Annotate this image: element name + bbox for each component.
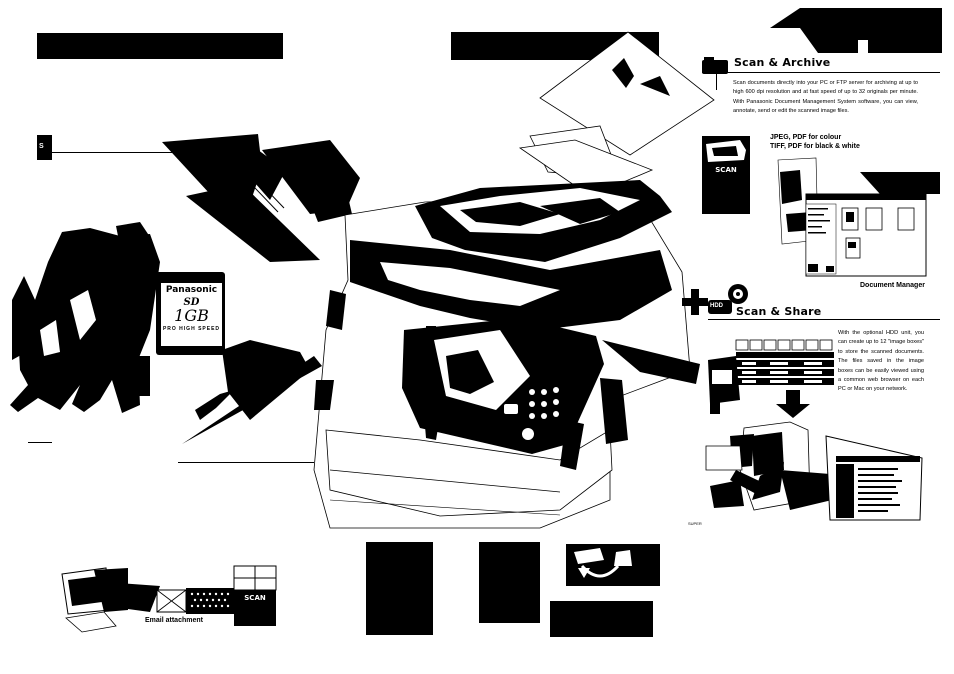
- scan-share-body: With the optional HDD unit, you can crea…: [838, 330, 924, 393]
- email-attachment-caption: Email attachment: [145, 617, 203, 624]
- scan-archive-rule: [702, 72, 940, 73]
- section-tab-letter: S: [39, 143, 44, 150]
- sd-card-capacity: 1GB: [174, 306, 209, 325]
- section-tab-left: [37, 135, 52, 160]
- scan-share-rule: [708, 319, 940, 320]
- footer-mark: SUPER: [688, 521, 702, 526]
- bottom-panel-4: [550, 601, 653, 637]
- scan-archive-folder-icon: [702, 60, 728, 74]
- scan-archive-title: Scan & Archive: [734, 56, 831, 69]
- section-rule-left: [52, 152, 246, 153]
- scan-archive-folder-tab: [704, 57, 714, 61]
- bottom-panel-1: [366, 542, 433, 635]
- header-bar-left: [37, 33, 283, 59]
- hdd-badge: HDD: [710, 303, 723, 309]
- scan-share-title: Scan & Share: [736, 305, 822, 318]
- sd-card-speed: PRO HIGH SPEED: [162, 326, 221, 332]
- scan-archive-vertical-rule: [716, 72, 717, 90]
- formats-bw: TIFF, PDF for black & white: [770, 143, 860, 150]
- sd-card-label-panel: Panasonic SD 1GB PRO HIGH SPEED: [160, 282, 223, 347]
- scan-label-email: SCAN: [244, 594, 266, 602]
- sd-card: Panasonic SD 1GB PRO HIGH SPEED: [156, 272, 225, 355]
- formats-colour: JPEG, PDF for colour: [770, 134, 842, 141]
- bottom-panel-2: [479, 542, 540, 623]
- scan-label-archive: SCAN: [715, 166, 737, 174]
- sd-card-brand: Panasonic: [165, 285, 218, 295]
- document-manager-caption: Document Manager: [860, 282, 925, 289]
- scan-archive-body: Scan documents directly into your PC or …: [733, 80, 918, 115]
- sd-card-logo: SD: [183, 297, 200, 308]
